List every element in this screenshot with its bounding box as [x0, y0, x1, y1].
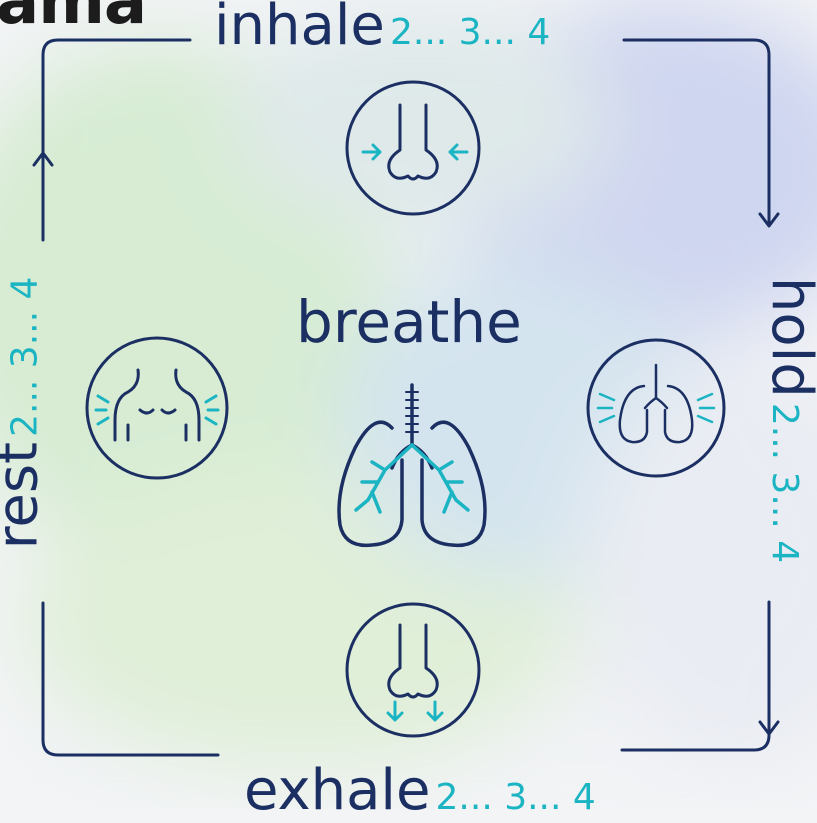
rest-label: rest 2... 3... 4 [0, 277, 46, 550]
exhale-label: exhale 2... 3... 4 [244, 763, 596, 819]
hold-count: 2... 3... 4 [764, 403, 805, 563]
inhale-word: inhale [214, 0, 385, 58]
inhale-count: 2... 3... 4 [390, 12, 550, 53]
exhale-word: exhale [244, 758, 430, 823]
rest-word: rest [0, 442, 50, 549]
breathe-title: breathe [296, 293, 522, 351]
inhale-label: inhale 2... 3... 4 [214, 0, 550, 54]
page-title-fragment: ama [0, 0, 146, 34]
rest-count: 2... 3... 4 [4, 277, 45, 437]
hold-word: hold [759, 277, 817, 398]
hold-label: hold 2... 3... 4 [763, 277, 817, 563]
exhale-count: 2... 3... 4 [436, 777, 596, 818]
